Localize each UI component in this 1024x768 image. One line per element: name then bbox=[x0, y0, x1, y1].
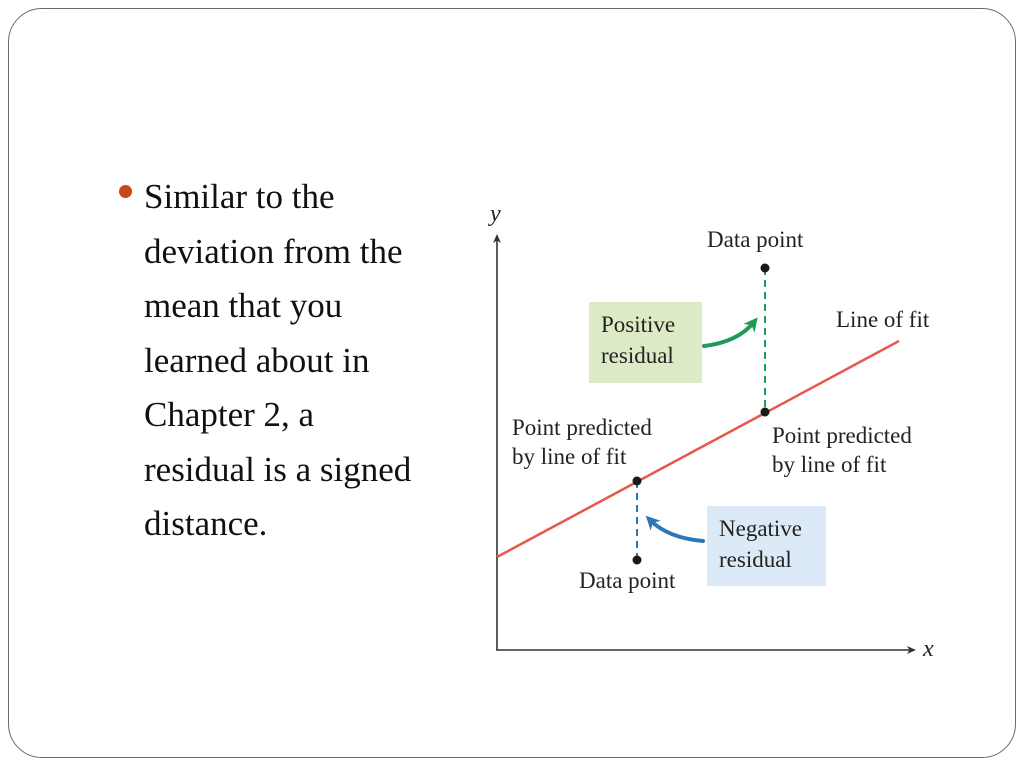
bullet-line: Similar to the bbox=[144, 177, 335, 216]
bullet-line: learned about in bbox=[144, 340, 370, 380]
data-point-bottom-label: Data point bbox=[579, 568, 676, 593]
x-axis-label: x bbox=[922, 636, 934, 662]
predicted-left-label-1: Point predicted bbox=[512, 415, 652, 440]
bullet-line: residual is a signed bbox=[144, 449, 412, 489]
predicted-point-left bbox=[632, 476, 642, 486]
bullet-line: deviation from the bbox=[144, 231, 403, 271]
y-axis-label: y bbox=[488, 201, 501, 227]
positive-residual-box bbox=[589, 302, 702, 383]
positive-box-line-2: residual bbox=[601, 343, 674, 368]
data-point-top bbox=[760, 263, 770, 273]
line-of-fit-label: Line of fit bbox=[836, 307, 930, 332]
predicted-left-label-2: by line of fit bbox=[512, 444, 627, 469]
positive-box-line-1: Positive bbox=[601, 312, 675, 337]
bullet-text: Similar to the deviation from the mean t… bbox=[144, 170, 454, 552]
negative-box-line-1: Negative bbox=[719, 516, 802, 541]
data-point-bottom bbox=[632, 555, 642, 565]
slide-frame bbox=[8, 8, 1016, 758]
predicted-right-label-2: by line of fit bbox=[772, 452, 887, 477]
bullet-line: Chapter 2, a bbox=[144, 395, 315, 434]
predicted-point-right bbox=[760, 407, 770, 417]
negative-box-line-2: residual bbox=[719, 547, 792, 572]
bullet-line: mean that you bbox=[144, 286, 343, 325]
negative-residual-box bbox=[707, 506, 826, 586]
line-of-fit bbox=[496, 339, 900, 559]
negative-arrow-icon bbox=[645, 515, 705, 543]
bullet-dot-icon bbox=[119, 185, 132, 198]
data-point-top-label: Data point bbox=[707, 227, 804, 252]
positive-arrow-icon bbox=[702, 317, 758, 348]
bullet-line: distance. bbox=[144, 504, 268, 543]
predicted-right-label-1: Point predicted bbox=[772, 423, 912, 448]
